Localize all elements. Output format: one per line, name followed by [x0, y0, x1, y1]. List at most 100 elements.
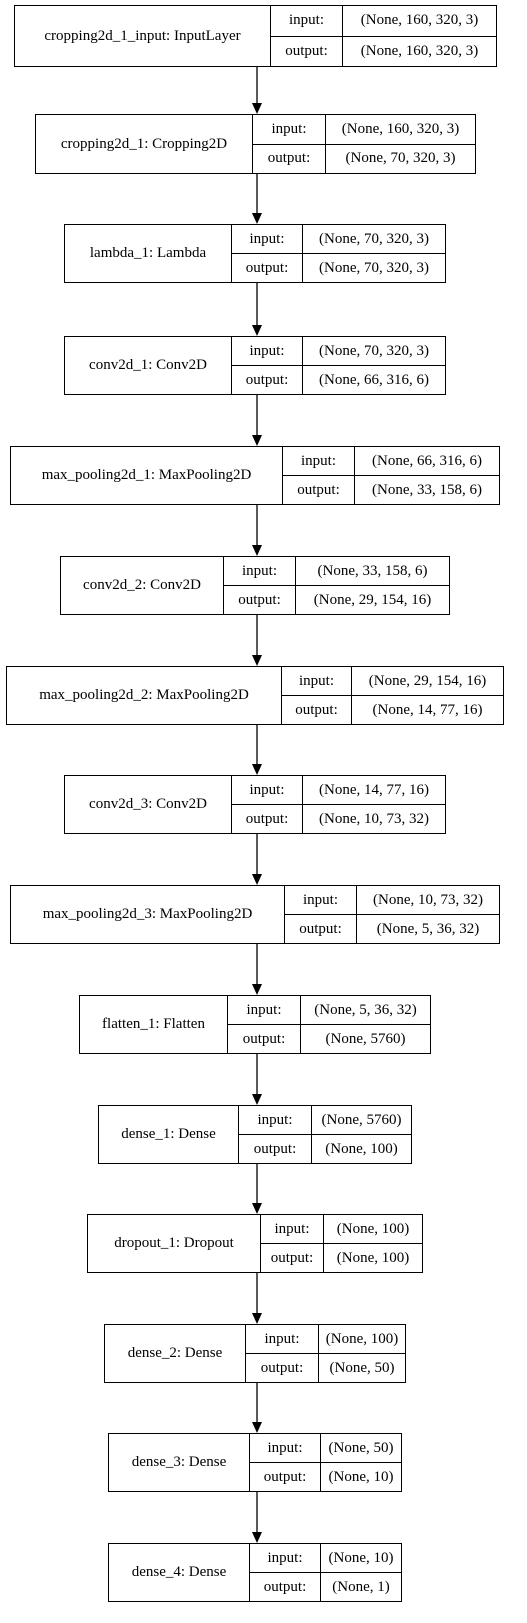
shape-values: (None, 50) (None, 10)	[321, 1434, 401, 1491]
output-shape: (None, 10)	[328, 1468, 394, 1485]
output-shape: (None, 160, 320, 3)	[360, 42, 479, 59]
port-labels: input: output:	[271, 6, 343, 66]
shape-values: (None, 66, 316, 6)(None, 33, 158, 6)	[355, 447, 499, 504]
input-port-label: input:	[228, 996, 300, 1025]
shape-values: (None, 5, 36, 32) (None, 5760)	[301, 996, 430, 1053]
arrowhead-icon	[252, 874, 262, 885]
shape-values: (None, 100) (None, 100)	[324, 1215, 422, 1272]
output-shape: (None, 66, 316, 6)	[319, 371, 429, 388]
output-port-label: output:	[267, 150, 311, 167]
port-labels: input: output:	[250, 1544, 321, 1601]
input-port-label: input:	[246, 1325, 318, 1354]
layer-name: conv2d_3: Conv2D	[65, 776, 232, 833]
output-port-label: output:	[253, 1140, 297, 1157]
layer-name: conv2d_2: Conv2D	[61, 557, 224, 614]
input-shape: (None, 100)	[319, 1325, 405, 1354]
arrowhead-icon	[252, 1203, 262, 1214]
shape-values: (None, 33, 158, 6)(None, 29, 154, 16)	[296, 557, 449, 614]
arrowhead-icon	[252, 1094, 262, 1105]
arrowhead-icon	[252, 984, 262, 995]
output-port-label: output:	[285, 42, 328, 59]
port-labels: input:output:	[232, 225, 303, 282]
output-shape: (None, 70, 320, 3)	[319, 259, 429, 276]
input-port-label: input:	[232, 225, 302, 254]
layer-name: flatten_1: Flatten	[80, 996, 228, 1053]
input-shape: (None, 160, 320, 3)	[326, 115, 475, 145]
input-shape: (None, 160, 320, 3)	[343, 6, 496, 37]
port-labels: input: output:	[282, 667, 352, 724]
input-shape: (None, 70, 320, 3)	[303, 225, 445, 254]
layer-name: dropout_1: Dropout	[88, 1215, 261, 1272]
arrowhead-icon	[252, 764, 262, 775]
arrowhead-icon	[252, 1532, 262, 1543]
input-shape: (None, 100)	[324, 1215, 422, 1244]
output-shape: (None, 100)	[336, 1249, 410, 1266]
layer-name: max_pooling2d_3: MaxPooling2D	[11, 886, 285, 943]
port-labels: input: output:	[261, 1215, 324, 1272]
output-shape: (None, 5, 36, 32)	[376, 920, 480, 937]
arrowhead-icon	[252, 103, 262, 114]
shape-values: (None, 29, 154, 16)(None, 14, 77, 16)	[352, 667, 503, 724]
input-port-label: input:	[261, 1215, 323, 1244]
arrowhead-icon	[252, 545, 262, 556]
layer-name: cropping2d_1_input: InputLayer	[15, 6, 271, 66]
shape-values: (None, 5760) (None, 100)	[312, 1106, 411, 1163]
input-shape: (None, 33, 158, 6)	[296, 557, 449, 586]
input-shape: (None, 10)	[321, 1544, 401, 1573]
arrowhead-icon	[252, 325, 262, 336]
layer-name: max_pooling2d_1: MaxPooling2D	[11, 447, 283, 504]
arrowhead-icon	[252, 655, 262, 666]
port-labels: input: output:	[239, 1106, 312, 1163]
input-shape: (None, 29, 154, 16)	[352, 667, 503, 696]
shape-values: (None, 160, 320, 3) (None, 160, 320, 3)	[343, 6, 496, 66]
shape-values: (None, 10) (None, 1)	[321, 1544, 401, 1601]
output-shape: (None, 100)	[325, 1140, 398, 1157]
input-shape: (None, 70, 320, 3)	[303, 337, 445, 366]
arrowhead-icon	[252, 1422, 262, 1433]
layer-name: dense_1: Dense	[99, 1106, 239, 1163]
output-port-label: output:	[238, 591, 281, 608]
layer-name: dense_3: Dense	[109, 1434, 250, 1491]
output-shape: (None, 1)	[332, 1578, 390, 1595]
shape-values: (None, 70, 320, 3) (None, 70, 320, 3)	[303, 225, 445, 282]
input-port-label: input:	[271, 6, 342, 37]
input-port-label: input:	[285, 886, 356, 915]
shape-values: (None, 160, 320, 3)(None, 70, 320, 3)	[326, 115, 475, 173]
output-port-label: output:	[263, 1578, 307, 1595]
port-labels: input:output:	[232, 776, 303, 833]
output-shape: (None, 5760)	[325, 1030, 406, 1047]
input-shape: (None, 66, 316, 6)	[355, 447, 499, 476]
output-port-label: output:	[297, 481, 340, 498]
input-shape: (None, 50)	[321, 1434, 401, 1463]
input-shape: (None, 5, 36, 32)	[301, 996, 430, 1025]
input-port-label: input:	[250, 1544, 320, 1573]
input-shape: (None, 5760)	[312, 1106, 411, 1135]
input-port-label: input:	[224, 557, 295, 586]
input-shape: (None, 10, 73, 32)	[357, 886, 499, 915]
port-labels: input:output:	[228, 996, 301, 1053]
shape-values: (None, 70, 320, 3) (None, 66, 316, 6)	[303, 337, 445, 394]
port-labels: input:output:	[246, 1325, 319, 1382]
arrowhead-icon	[252, 435, 262, 446]
input-port-label: input:	[239, 1106, 311, 1135]
layer-name: dense_2: Dense	[105, 1325, 246, 1382]
output-port-label: output:	[295, 701, 338, 718]
shape-values: (None, 100)(None, 50)	[319, 1325, 405, 1382]
input-port-label: input:	[282, 667, 351, 696]
layer-name: cropping2d_1: Cropping2D	[36, 115, 253, 173]
output-port-label: output:	[270, 1249, 314, 1266]
port-labels: input:output:	[285, 886, 357, 943]
layer-name: conv2d_1: Conv2D	[65, 337, 232, 394]
port-labels: input:output:	[232, 337, 303, 394]
output-port-label: output:	[245, 371, 289, 388]
shape-values: (None, 10, 73, 32) (None, 5, 36, 32)	[357, 886, 499, 943]
